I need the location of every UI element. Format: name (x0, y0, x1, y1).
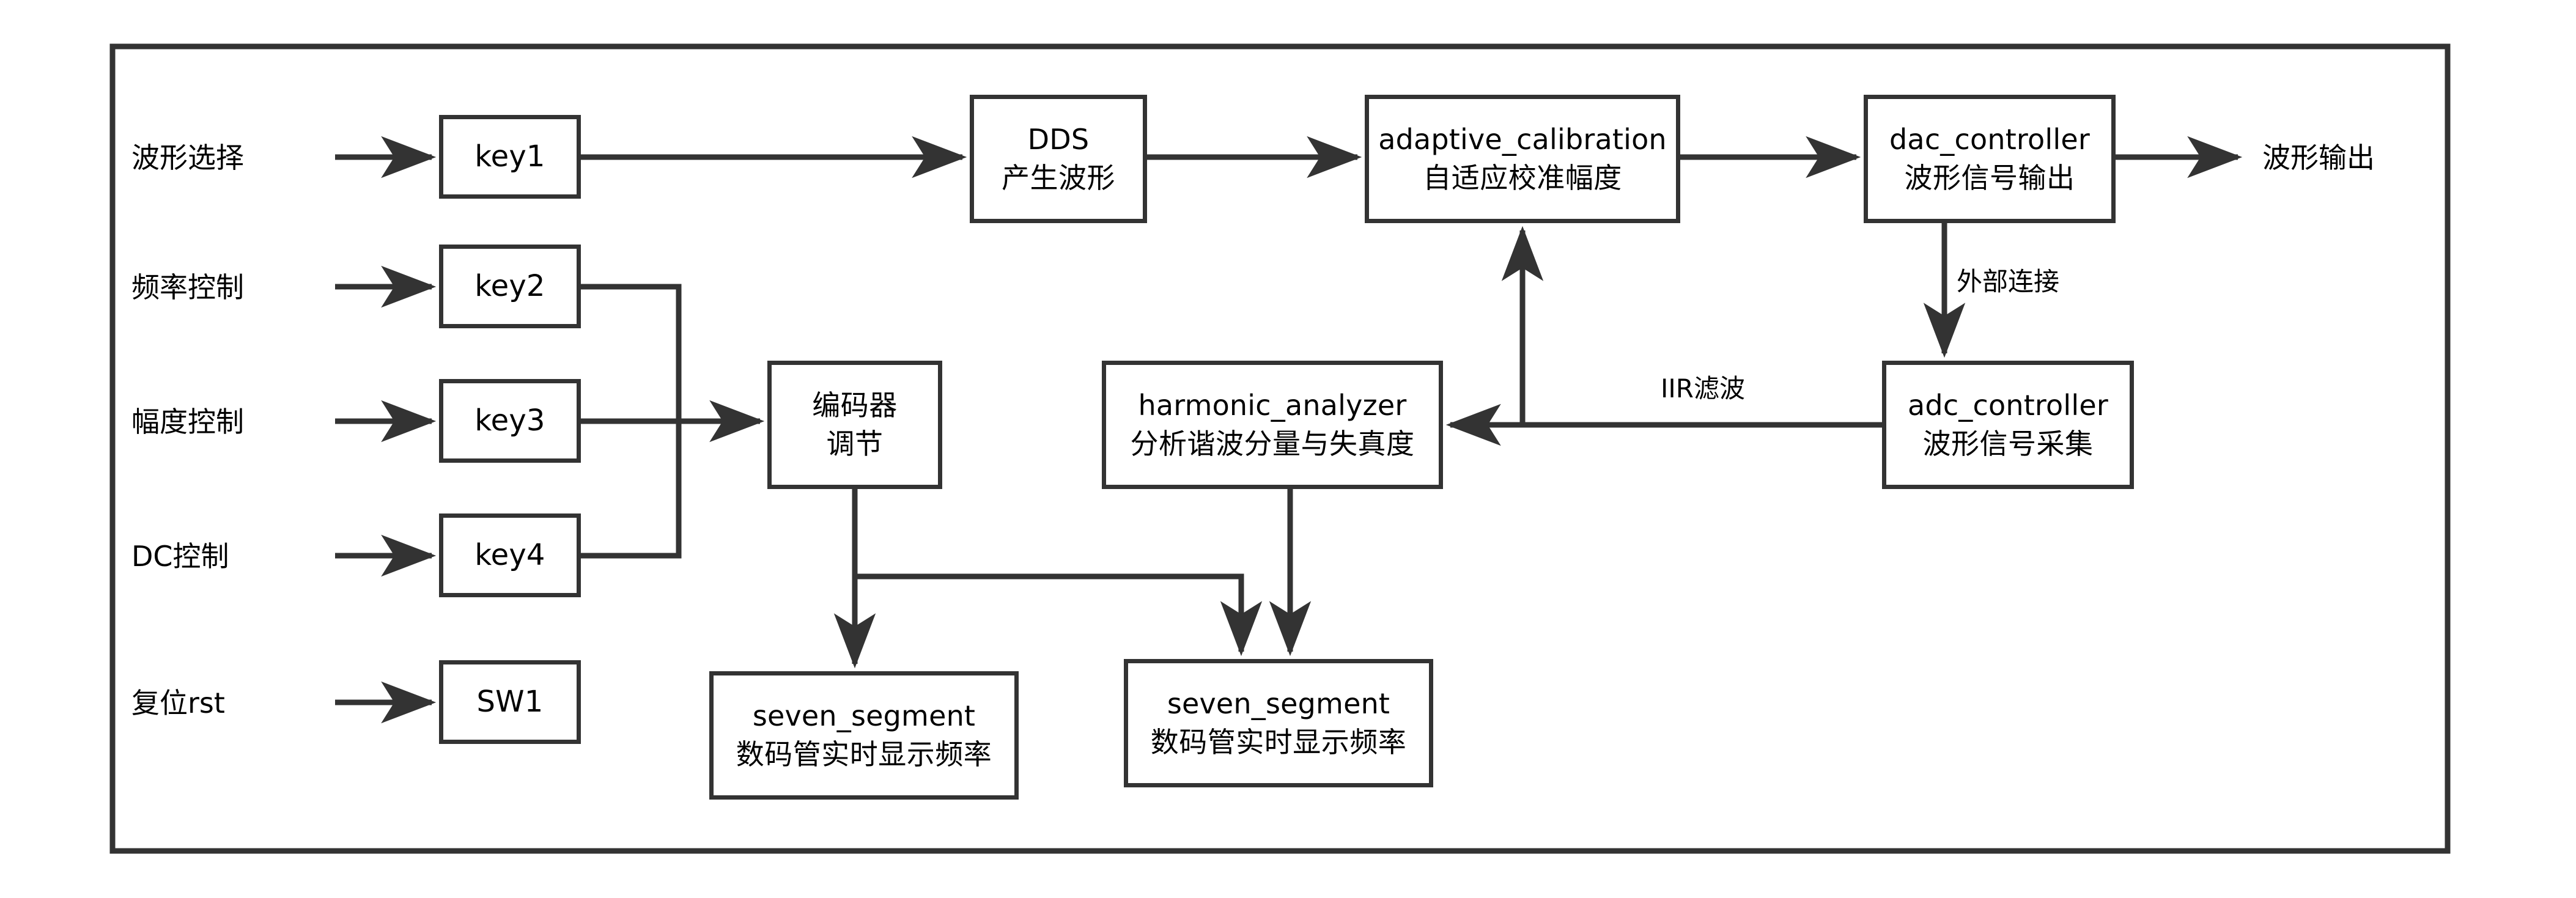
io-label-amp-control: 幅度控制 (131, 405, 244, 438)
node-dac-controller-line-0: dac_controller (1889, 122, 2090, 156)
node-encoder-line-0: 编码器 (812, 388, 898, 422)
node-adc-controller-line-1: 波形信号采集 (1922, 427, 2094, 460)
node-adc-controller-line-0: adc_controller (1908, 388, 2108, 422)
node-adaptive-calibration[interactable]: adaptive_calibration 自适应校准幅度 (1365, 95, 1680, 223)
node-key3-line-0: key3 (474, 403, 545, 438)
node-adaptive-calibration-line-1: 自适应校准幅度 (1423, 161, 1622, 194)
node-dds-line-1: 产生波形 (1002, 161, 1115, 194)
node-key1[interactable]: key1 (439, 115, 581, 199)
node-dac-controller-line-1: 波形信号输出 (1904, 161, 2075, 194)
node-dac-controller[interactable]: dac_controller 波形信号输出 (1864, 95, 2116, 223)
node-seven-segment-right-line-0: seven_segment (1167, 686, 1390, 720)
node-seven-segment-right[interactable]: seven_segment 数码管实时显示频率 (1124, 659, 1433, 787)
io-label-reset-rst: 复位rst (131, 686, 225, 720)
io-label-wave-output: 波形输出 (2262, 141, 2375, 174)
io-label-dc-control: DC控制 (131, 540, 229, 573)
conn-key2-bus (581, 284, 682, 421)
node-seven-segment-right-line-1: 数码管实时显示频率 (1150, 726, 1407, 759)
edge-label-external-connection: 外部连接 (1957, 267, 2060, 296)
node-dds[interactable]: DDS 产生波形 (970, 95, 1147, 223)
node-seven-segment-left[interactable]: seven_segment 数码管实时显示频率 (709, 671, 1019, 800)
node-encoder-line-1: 调节 (826, 427, 884, 460)
node-key1-line-0: key1 (474, 139, 545, 174)
node-key4[interactable]: key4 (439, 513, 581, 597)
node-key4-line-0: key4 (474, 538, 545, 573)
io-label-freq-control: 频率控制 (131, 271, 244, 304)
node-adc-controller[interactable]: adc_controller 波形信号采集 (1882, 361, 2134, 489)
node-adaptive-calibration-line-0: adaptive_calibration (1378, 122, 1667, 156)
node-encoder[interactable]: 编码器 调节 (767, 361, 942, 489)
node-sw1[interactable]: SW1 (439, 660, 581, 744)
node-key2-line-0: key2 (474, 269, 545, 304)
node-sw1-line-0: SW1 (476, 685, 544, 720)
node-seven-segment-left-line-0: seven_segment (752, 699, 976, 732)
node-key3[interactable]: key3 (439, 379, 581, 463)
outer-frame (109, 43, 2451, 854)
conn-key4-bus (581, 421, 682, 559)
edge-label-iir-filter: IIR滤波 (1661, 374, 1745, 403)
node-seven-segment-left-line-1: 数码管实时显示频率 (736, 738, 992, 771)
conn-encoder-segright (855, 573, 1263, 657)
node-dds-line-0: DDS (1027, 122, 1090, 156)
node-harmonic-analyzer[interactable]: harmonic_analyzer 分析谐波分量与失真度 (1102, 361, 1443, 489)
node-harmonic-analyzer-line-1: 分析谐波分量与失真度 (1130, 427, 1415, 460)
io-label-wave-select: 波形选择 (131, 141, 244, 174)
node-key2[interactable]: key2 (439, 245, 581, 328)
node-harmonic-analyzer-line-0: harmonic_analyzer (1138, 388, 1407, 422)
